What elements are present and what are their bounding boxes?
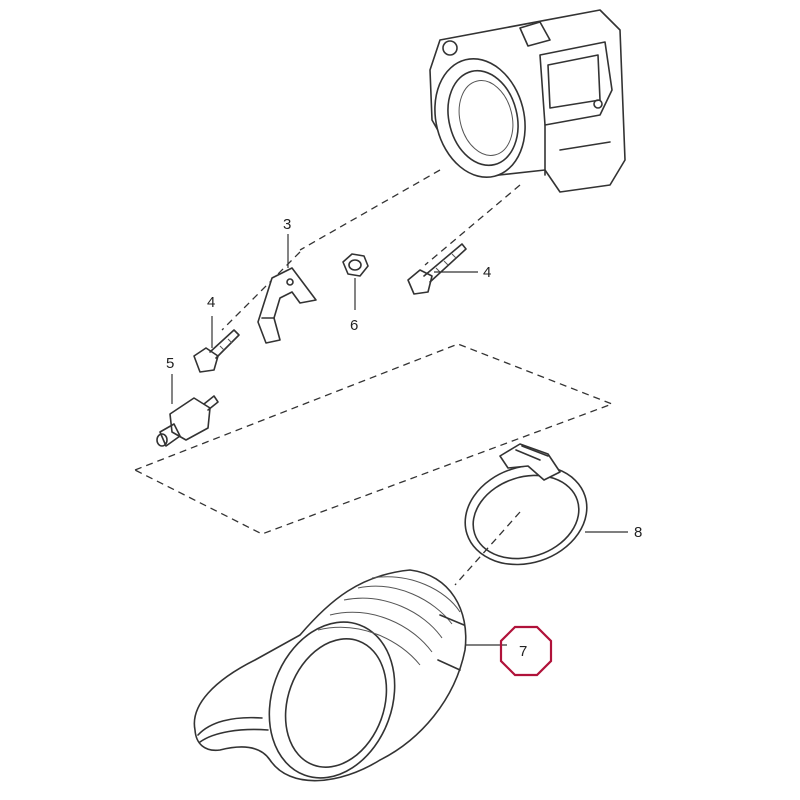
callout-clamp: 8 [634, 524, 642, 541]
bolt-throttle [407, 243, 467, 295]
group-box [133, 343, 614, 535]
callout-nut: 6 [350, 317, 358, 334]
alignment-line [221, 251, 301, 331]
sensor [156, 395, 219, 447]
bolt-bracket [193, 329, 240, 373]
clamp [464, 443, 588, 566]
callout-bolt-throttle: 4 [483, 264, 491, 281]
callout-sensor: 5 [166, 355, 174, 372]
throttle-body [429, 9, 626, 193]
callout-bolt-bracket: 4 [207, 294, 215, 311]
alignment-line [299, 169, 441, 251]
callout-bracket: 3 [283, 216, 291, 233]
nut [342, 253, 369, 277]
bracket [257, 267, 317, 344]
hose [193, 569, 467, 782]
alignment-line [424, 184, 521, 266]
alignment-line [454, 511, 521, 586]
hose-callout-badge: 7 [499, 625, 553, 677]
callout-hose: 7 [519, 643, 527, 660]
